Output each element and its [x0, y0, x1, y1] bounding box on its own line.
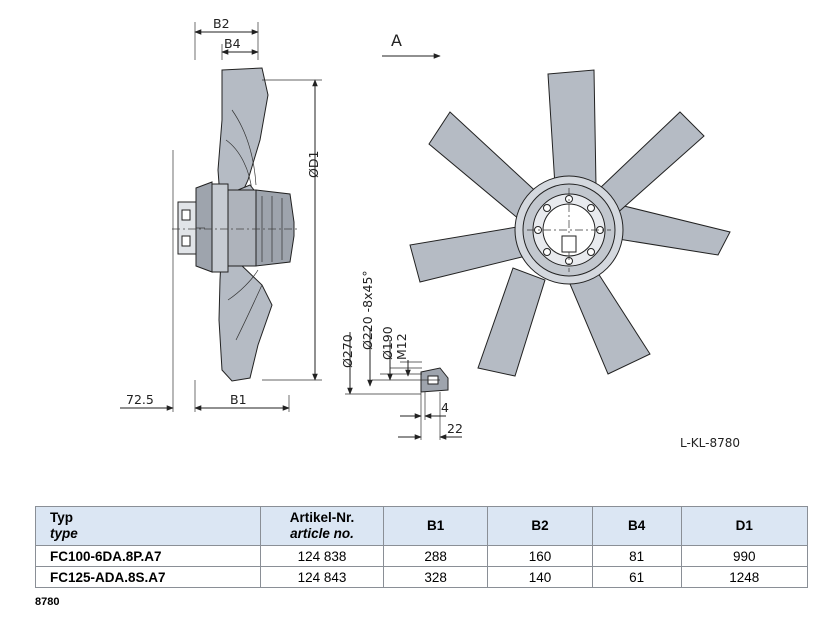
- fan-technical-drawing: B2 B4 ØD1 72.5 B1 A: [120, 16, 740, 450]
- dim-d1-label: ØD1: [306, 151, 321, 178]
- cell-b4: 61: [591, 566, 682, 588]
- front-view: [409, 69, 731, 377]
- view-direction-arrow: A: [382, 31, 441, 59]
- spec-table: Typ type Artikel-Nr. article no. B1 B2 B…: [35, 506, 809, 588]
- blade: [569, 269, 651, 375]
- col-d1: D1: [680, 506, 809, 546]
- col-artikel-sublabel: article no.: [290, 526, 354, 541]
- col-artikel: Artikel-Nr. article no.: [260, 506, 384, 546]
- col-b4: B4: [591, 506, 682, 546]
- cell-d1: 990: [680, 545, 809, 567]
- dim-d190-label: Ø190: [380, 326, 395, 360]
- dim-22-label: 22: [447, 421, 463, 436]
- col-typ-label: Typ: [50, 510, 73, 525]
- table-row: FC125-ADA.8S.A7 124 843 328 140 61 1248: [35, 566, 809, 588]
- hub-detail: Ø270 Ø220 -8x45° Ø190 M12 4 22: [340, 270, 463, 440]
- view-label: A: [391, 31, 402, 50]
- blade: [477, 267, 546, 377]
- dim-b4-label: B4: [224, 36, 241, 51]
- col-typ: Typ type: [35, 506, 261, 546]
- cell-artikel: 124 843: [260, 566, 384, 588]
- cell-typ: FC100-6DA.8P.A7: [35, 545, 261, 567]
- dim-b1-label: B1: [230, 392, 247, 407]
- cell-b1: 288: [382, 545, 489, 567]
- dim-b2-label: B2: [213, 16, 230, 31]
- col-b1: B1: [382, 506, 489, 546]
- cell-b1: 328: [382, 566, 489, 588]
- table-row: FC100-6DA.8P.A7 124 838 288 160 81 990: [35, 545, 809, 567]
- blade: [611, 204, 731, 256]
- dim-4-label: 4: [441, 400, 449, 415]
- blade: [409, 225, 527, 283]
- blade: [547, 69, 597, 187]
- table-header-row: Typ type Artikel-Nr. article no. B1 B2 B…: [35, 506, 809, 546]
- cell-b4: 81: [591, 545, 682, 567]
- dim-m12-label: M12: [394, 333, 409, 360]
- cell-typ: FC125-ADA.8S.A7: [35, 566, 261, 588]
- col-b2: B2: [487, 506, 593, 546]
- footer-code: 8780: [35, 596, 60, 608]
- col-artikel-label: Artikel-Nr.: [289, 510, 355, 525]
- dim-d220-label: Ø220 -8x45°: [360, 270, 375, 350]
- cell-artikel: 124 838: [260, 545, 384, 567]
- dim-offset-label: 72.5: [126, 392, 154, 407]
- side-view: B2 B4 ØD1 72.5 B1: [120, 16, 322, 412]
- drawing-code: L-KL-8780: [680, 436, 740, 450]
- col-typ-sublabel: type: [50, 526, 78, 541]
- dim-d270-label: Ø270: [340, 334, 355, 368]
- cell-d1: 1248: [680, 566, 809, 588]
- cell-b2: 160: [487, 545, 593, 567]
- cell-b2: 140: [487, 566, 593, 588]
